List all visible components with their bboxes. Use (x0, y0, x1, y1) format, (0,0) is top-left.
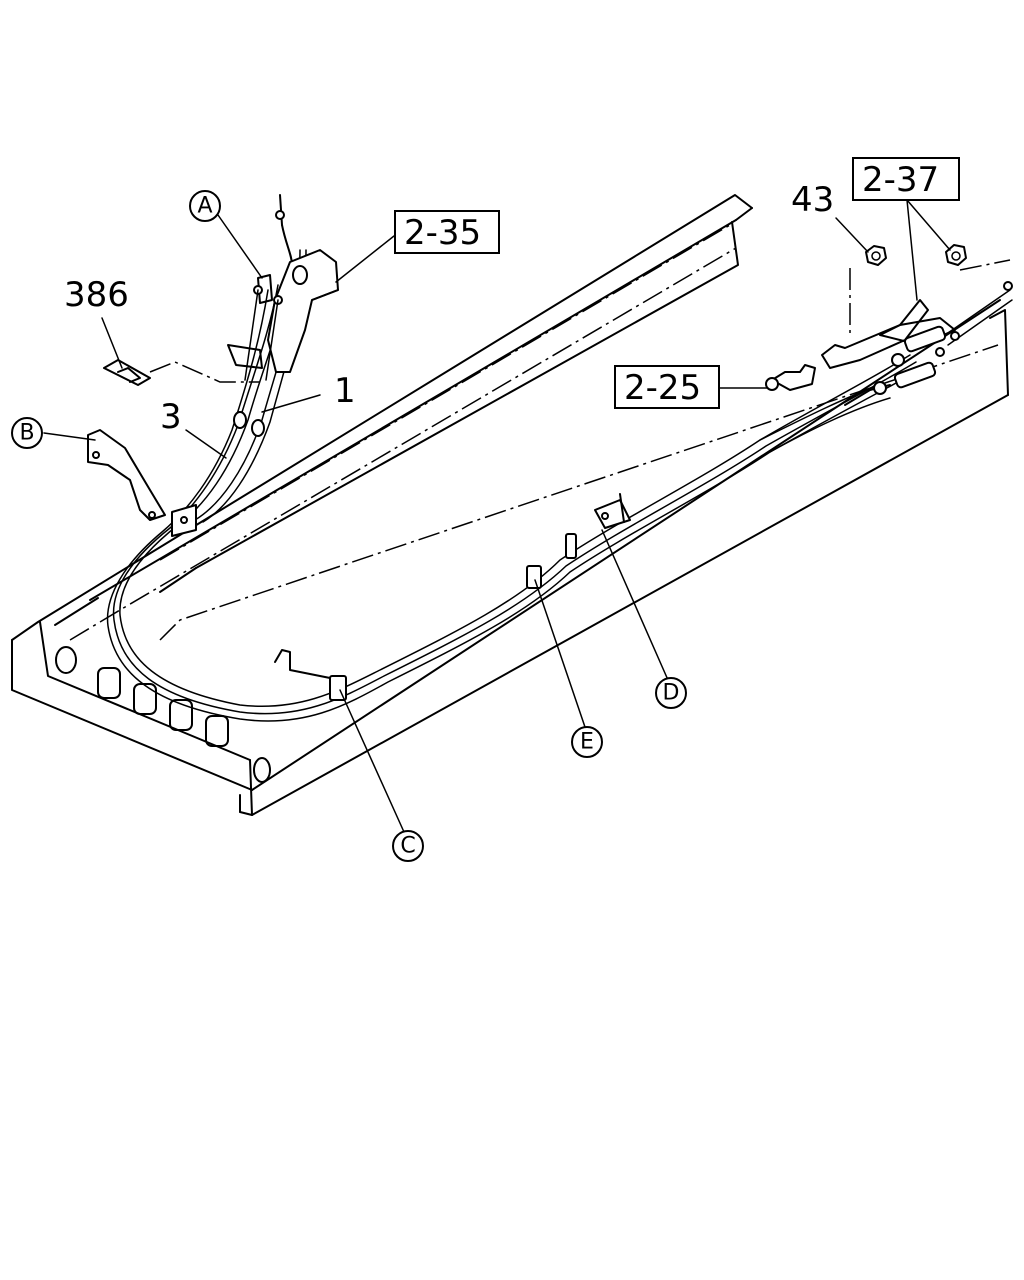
frame-rail-right (11, 194, 1009, 816)
callout-D-circle (655, 677, 687, 709)
brake-lever-assembly (227, 194, 339, 437)
part-ref-1: 1 (334, 371, 356, 411)
callout-C: C (400, 834, 415, 859)
ref-box-2-37-frame (852, 157, 960, 201)
callout-D: D (663, 681, 680, 706)
ref-box-2-35-frame (394, 210, 500, 254)
callout-B-circle (11, 417, 43, 449)
callout-A: A (197, 194, 212, 219)
callout-circles: A B C D E (11, 190, 687, 862)
brake-cables (106, 249, 921, 722)
callout-E: E (580, 730, 594, 755)
callout-E-circle (571, 726, 603, 758)
boxed-reference-labels: 2-35 2-37 2-25 (394, 157, 960, 409)
part-ref-43: 43 (791, 180, 834, 220)
rear-bracket-assembly (765, 259, 1013, 406)
nut-43 (865, 245, 887, 266)
callout-A-circle (189, 190, 221, 222)
ref-box-2-25[interactable]: 2-25 (624, 368, 701, 408)
part-number-labels: 386 1 3 43 (64, 180, 834, 437)
frame-centerlines (69, 224, 999, 641)
leader-lines (43, 199, 951, 833)
nut-2-37 (945, 244, 967, 266)
crossmember-holes (55, 646, 271, 783)
bracket-C-area (274, 649, 347, 701)
part-ref-386: 386 (64, 275, 129, 315)
bracket-D (594, 493, 631, 529)
ref-box-2-37[interactable]: 2-37 (862, 160, 939, 200)
part-ref-3: 3 (160, 397, 182, 437)
ref-box-2-25-frame (614, 365, 720, 409)
ref-box-2-35[interactable]: 2-35 (404, 213, 481, 253)
clip-E (526, 533, 577, 589)
callout-C-circle (392, 830, 424, 862)
clip-front (171, 504, 197, 537)
callout-B: B (19, 421, 34, 446)
bracket-B (87, 429, 166, 521)
bracket-386 (103, 359, 260, 386)
